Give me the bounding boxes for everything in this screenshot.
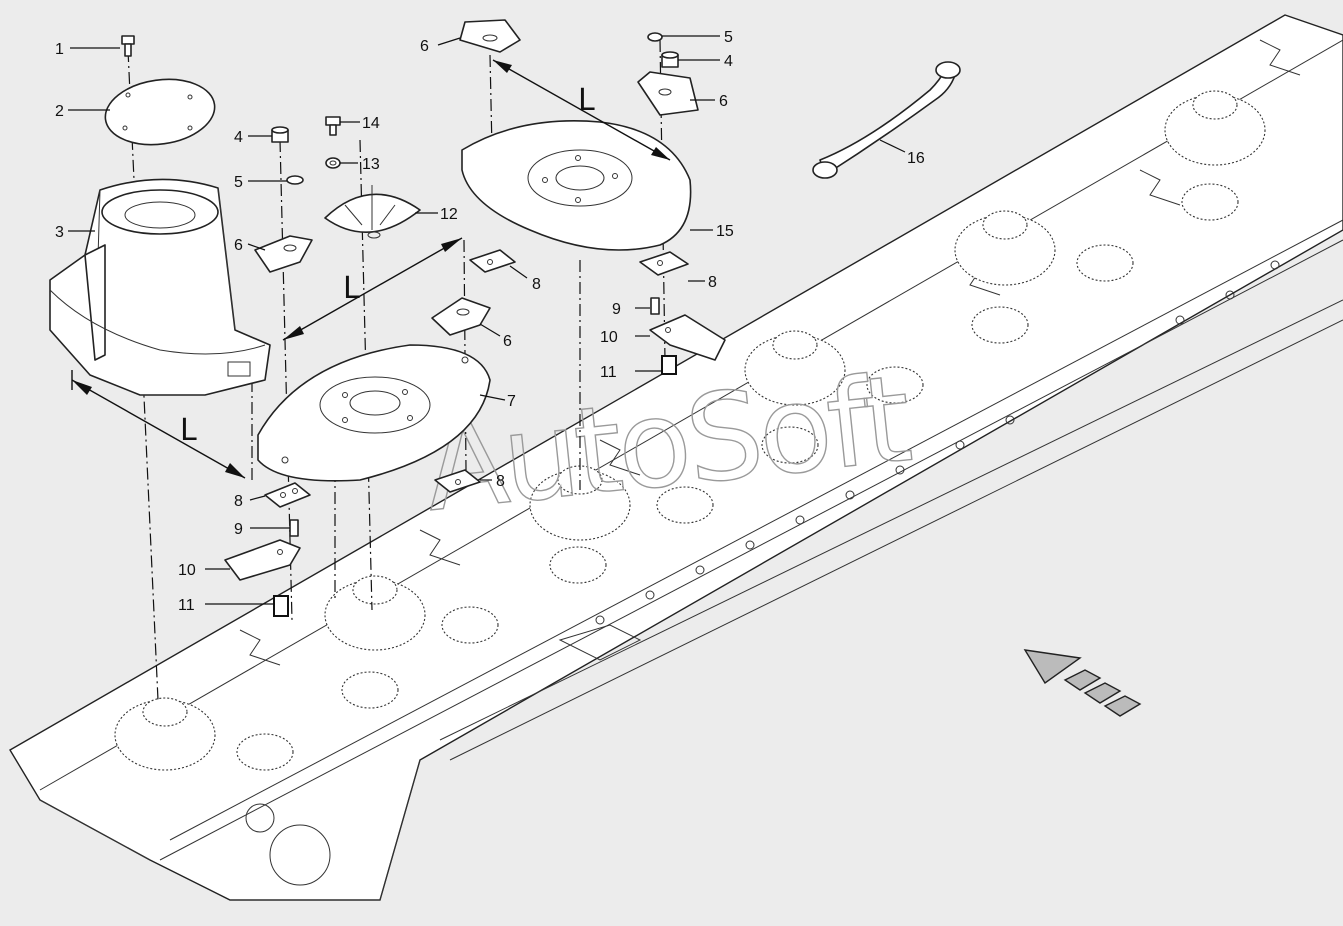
bearing-ring bbox=[1076, 244, 1134, 282]
callout-8-left: 8 bbox=[234, 493, 243, 510]
bearing-ring bbox=[866, 366, 924, 404]
callout-14: 14 bbox=[362, 115, 380, 132]
callout-12: 12 bbox=[440, 206, 458, 223]
part-6-knife-holder-left bbox=[254, 235, 313, 273]
bearing-ring bbox=[341, 671, 399, 709]
callout-8-mid-bottom: 8 bbox=[496, 473, 505, 490]
part-11-bolt-left bbox=[273, 595, 289, 617]
part-8-plate-left bbox=[264, 482, 311, 508]
part-1-screw bbox=[121, 35, 135, 57]
callout-6-mid: 6 bbox=[503, 333, 512, 350]
dimension-label-l-middle: L bbox=[343, 271, 360, 306]
part-2-cover-disc bbox=[104, 78, 216, 146]
dimension-lines bbox=[71, 59, 671, 479]
gear-hub bbox=[529, 465, 631, 541]
part-11-bolt-right bbox=[661, 355, 677, 375]
part-4-nut-left bbox=[271, 126, 289, 143]
part-13-washer bbox=[325, 157, 341, 169]
part-8-plate-mid-top bbox=[469, 249, 516, 273]
gear-hub bbox=[324, 575, 426, 651]
callout-5-right: 5 bbox=[724, 29, 733, 46]
callout-6-left: 6 bbox=[234, 237, 243, 254]
callout-10-right: 10 bbox=[600, 329, 618, 346]
gear-hub bbox=[954, 210, 1056, 286]
part-4-nut-right bbox=[661, 51, 679, 68]
callout-4-right: 4 bbox=[724, 53, 733, 70]
callout-10-left: 10 bbox=[178, 562, 196, 579]
travel-direction-arrow bbox=[1023, 649, 1142, 717]
part-9-bolt-right bbox=[650, 297, 660, 315]
bearing-ring bbox=[656, 486, 714, 524]
part-5-washer-left bbox=[286, 175, 304, 185]
part-7-cutting-disc bbox=[257, 344, 491, 482]
gear-hub bbox=[1164, 90, 1266, 166]
bearing-ring bbox=[441, 606, 499, 644]
part-12-cap bbox=[324, 185, 421, 239]
dimension-label-l-lower: L bbox=[180, 413, 197, 448]
leader-lines bbox=[68, 35, 906, 605]
gear-hubs bbox=[114, 90, 1266, 771]
callout-16: 16 bbox=[907, 150, 925, 167]
callout-4-left: 4 bbox=[234, 129, 243, 146]
callout-15: 15 bbox=[716, 223, 734, 240]
part-8-plate-right bbox=[639, 251, 689, 276]
callout-6-right: 6 bbox=[719, 93, 728, 110]
bearing-ring bbox=[971, 306, 1029, 344]
part-9-bolt-left bbox=[289, 519, 299, 537]
part-6-knife-holder-top bbox=[459, 19, 521, 53]
callout-8-mid-top: 8 bbox=[532, 276, 541, 293]
callout-7: 7 bbox=[507, 393, 516, 410]
part-6-knife-holder-right bbox=[637, 71, 699, 116]
callout-11-left: 11 bbox=[178, 597, 195, 614]
bearing-ring bbox=[549, 546, 607, 584]
dimension-label-l-upper: L bbox=[578, 83, 595, 118]
callout-9-right: 9 bbox=[612, 301, 621, 318]
bearing-ring bbox=[1181, 183, 1239, 221]
bearing-ring bbox=[236, 733, 294, 771]
gear-hub bbox=[114, 697, 216, 771]
callout-1: 1 bbox=[55, 41, 64, 58]
part-3-drum-housing bbox=[49, 178, 271, 396]
part-16-wrench bbox=[812, 61, 961, 179]
callout-labels: 1 2 3 4 5 6 8 9 10 11 14 13 12 8 6 7 8 6… bbox=[55, 29, 925, 614]
gear-hub bbox=[744, 330, 846, 406]
part-15-cutting-disc bbox=[461, 120, 692, 251]
callout-11-right: 11 bbox=[600, 364, 617, 381]
callout-13: 13 bbox=[362, 156, 380, 173]
callout-2: 2 bbox=[55, 103, 64, 120]
part-10-blade-right bbox=[649, 314, 726, 361]
callout-9-left: 9 bbox=[234, 521, 243, 538]
part-8-plate-mid-bottom bbox=[434, 469, 481, 493]
callout-5-left: 5 bbox=[234, 174, 243, 191]
part-5-washer-right bbox=[647, 32, 663, 42]
bearing-ring bbox=[761, 426, 819, 464]
callout-3: 3 bbox=[55, 224, 64, 241]
callout-8-right: 8 bbox=[708, 274, 717, 291]
part-6-knife-holder-mid bbox=[431, 297, 491, 336]
part-10-blade-left bbox=[224, 539, 301, 581]
callout-6-top: 6 bbox=[420, 38, 429, 55]
part-14-bolt bbox=[325, 116, 341, 136]
